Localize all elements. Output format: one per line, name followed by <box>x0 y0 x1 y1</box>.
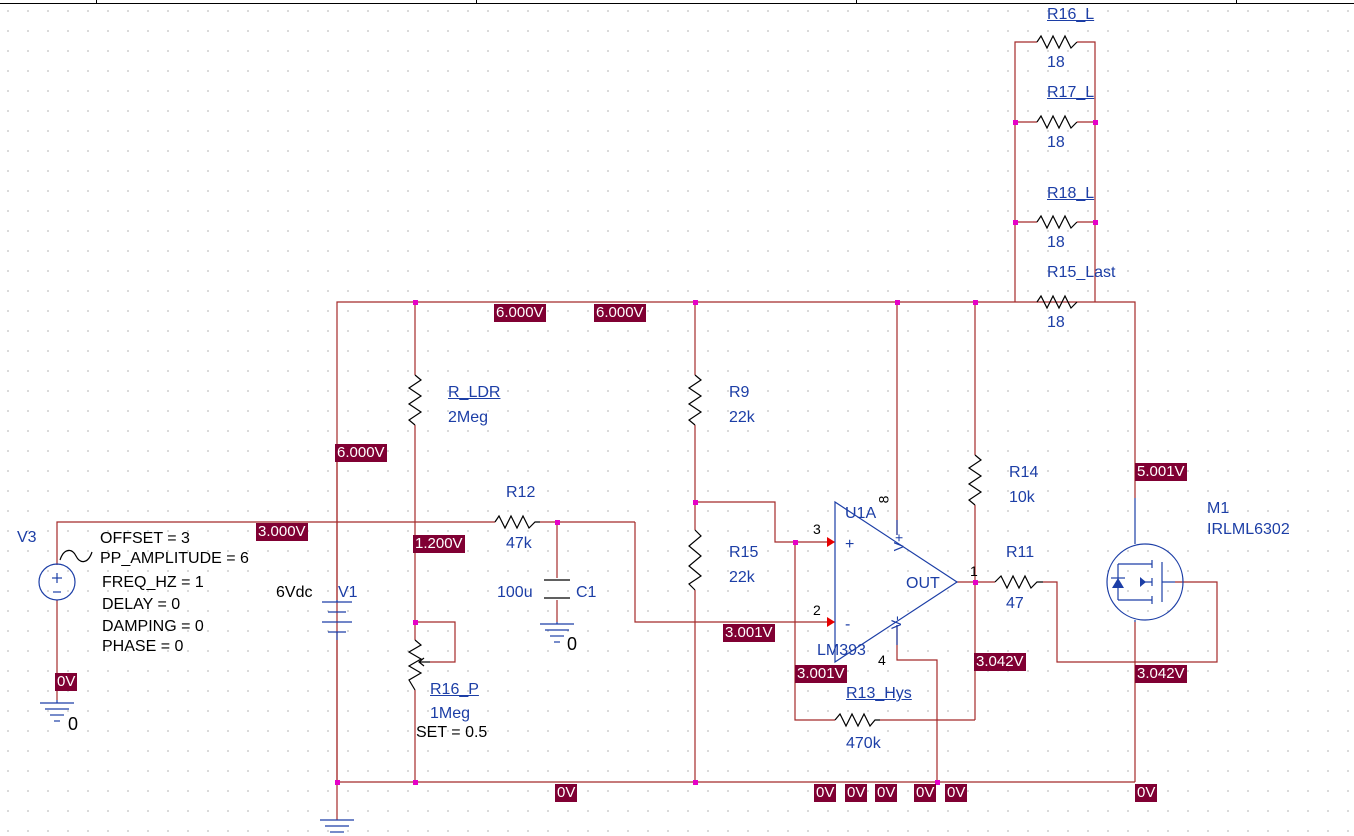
r9-value[interactable]: 22k <box>729 409 755 426</box>
r16p-set[interactable]: SET = 0.5 <box>416 724 488 741</box>
voltage-marker[interactable]: 6.000V <box>494 304 546 322</box>
resistor-r18l[interactable] <box>1036 214 1078 230</box>
voltage-marker[interactable]: 3.000V <box>256 523 308 541</box>
voltage-marker[interactable]: 0V <box>945 784 968 802</box>
v3-param[interactable]: DELAY = 0 <box>102 596 181 613</box>
r16p-name[interactable]: R16_P <box>430 681 479 698</box>
rldr-name[interactable]: R_LDR <box>448 384 501 401</box>
header-separator <box>96 0 97 4</box>
v1-name[interactable]: V1 <box>338 584 358 601</box>
u1-vminus: V- <box>888 615 905 630</box>
resistor-r14[interactable] <box>967 454 983 506</box>
resistor-r16l[interactable] <box>1036 34 1078 50</box>
voltage-marker[interactable]: 6.000V <box>335 444 387 462</box>
r14-value[interactable]: 10k <box>1009 489 1035 506</box>
u1-pin2: 2 <box>813 602 821 618</box>
voltage-marker[interactable]: 3.001V <box>795 665 847 683</box>
r14-name[interactable]: R14 <box>1009 464 1039 481</box>
sine-source-v3[interactable] <box>38 549 93 601</box>
voltage-marker[interactable]: 5.001V <box>1135 463 1187 481</box>
voltage-marker[interactable]: 0V <box>875 784 898 802</box>
v3-name[interactable]: V3 <box>17 529 37 546</box>
voltage-marker[interactable]: 1.200V <box>413 535 465 553</box>
voltage-marker[interactable]: 6.000V <box>594 304 646 322</box>
resistor-r15[interactable] <box>688 529 703 591</box>
ground-v3 <box>40 700 74 722</box>
voltage-marker[interactable]: 3.042V <box>1135 665 1187 683</box>
m1-name[interactable]: M1 <box>1207 500 1230 517</box>
m1-part[interactable]: IRLML6302 <box>1207 521 1290 538</box>
junction-dots <box>335 120 1098 785</box>
resistor-r11[interactable] <box>994 574 1043 590</box>
r9-name[interactable]: R9 <box>729 384 750 401</box>
top-border <box>0 0 1354 4</box>
resistor-r9[interactable] <box>687 374 703 426</box>
r12-value[interactable]: 47k <box>506 535 532 552</box>
u1-pin4: 4 <box>878 652 886 668</box>
r18l-value[interactable]: 18 <box>1047 234 1065 251</box>
r15last-name[interactable]: R15_Last <box>1047 264 1116 281</box>
mosfet-m1[interactable] <box>1106 498 1184 622</box>
voltage-marker[interactable]: 0V <box>55 673 78 691</box>
r18l-name[interactable]: R18_L <box>1047 185 1095 202</box>
header-separator <box>856 0 857 4</box>
r13-value[interactable]: 470k <box>846 735 881 752</box>
resistor-r17l[interactable] <box>1036 114 1078 130</box>
ground-c1 <box>540 622 574 643</box>
voltage-marker[interactable]: 0V <box>814 784 837 802</box>
v3-param[interactable]: PHASE = 0 <box>102 638 184 655</box>
rldr-value[interactable]: 2Meg <box>448 409 489 426</box>
r15-value[interactable]: 22k <box>729 569 755 586</box>
resistor-r12[interactable] <box>494 514 540 530</box>
ground-label-v3: 0 <box>68 714 79 734</box>
resistor-rldr[interactable] <box>407 374 423 426</box>
u1-pin1: 1 <box>970 563 978 579</box>
r16p-value[interactable]: 1Meg <box>430 705 471 722</box>
resistor-r15last[interactable] <box>1036 294 1078 310</box>
u1-out: OUT <box>906 575 940 592</box>
v3-param[interactable]: PP_AMPLITUDE = 6 <box>100 550 249 567</box>
u1-vplus: V+ <box>890 533 907 552</box>
u1-name[interactable]: U1A <box>845 505 877 522</box>
u1-pin3: 3 <box>813 521 821 537</box>
r15last-value[interactable]: 18 <box>1047 314 1065 331</box>
u1-plus: + <box>845 536 855 553</box>
v3-param[interactable]: FREQ_HZ = 1 <box>102 574 204 591</box>
u1-part[interactable]: LM393 <box>817 642 866 659</box>
ground-main <box>320 819 354 833</box>
u1-minus: - <box>845 616 851 633</box>
r16l-value[interactable]: 18 <box>1047 54 1065 71</box>
header-separator <box>476 0 477 4</box>
v3-param[interactable]: DAMPING = 0 <box>102 618 204 635</box>
voltage-marker[interactable]: 3.001V <box>723 624 775 642</box>
r17l-name[interactable]: R17_L <box>1047 84 1095 101</box>
r11-value[interactable]: 47 <box>1006 595 1024 612</box>
wires <box>56 41 1218 820</box>
c1-value[interactable]: 100u <box>497 584 533 601</box>
r16l-name[interactable]: R16_L <box>1047 6 1095 23</box>
r11-name[interactable]: R11 <box>1006 544 1035 561</box>
ground-label-c1: 0 <box>567 634 578 654</box>
voltage-marker[interactable]: 0V <box>914 784 937 802</box>
v1-value[interactable]: 6Vdc <box>276 584 313 601</box>
voltage-marker[interactable]: 3.042V <box>974 653 1026 671</box>
potentiometer-r16p[interactable] <box>407 639 430 691</box>
c1-name[interactable]: C1 <box>576 584 597 601</box>
resistor-r13-hys[interactable] <box>834 712 880 728</box>
voltage-marker[interactable]: 0V <box>1135 784 1158 802</box>
u1-pin8: 8 <box>875 495 892 504</box>
comparator-u1a[interactable] <box>827 500 959 664</box>
r12-name[interactable]: R12 <box>506 484 536 501</box>
r15-name[interactable]: R15 <box>729 544 759 561</box>
r13-name[interactable]: R13_Hys <box>846 685 912 702</box>
header-separator <box>1236 0 1237 4</box>
voltage-marker[interactable]: 0V <box>555 784 578 802</box>
v3-param[interactable]: OFFSET = 3 <box>100 530 190 547</box>
battery-v1[interactable] <box>322 600 352 640</box>
r17l-value[interactable]: 18 <box>1047 134 1065 151</box>
voltage-marker[interactable]: 0V <box>845 784 868 802</box>
capacitor-c1[interactable] <box>544 579 570 599</box>
